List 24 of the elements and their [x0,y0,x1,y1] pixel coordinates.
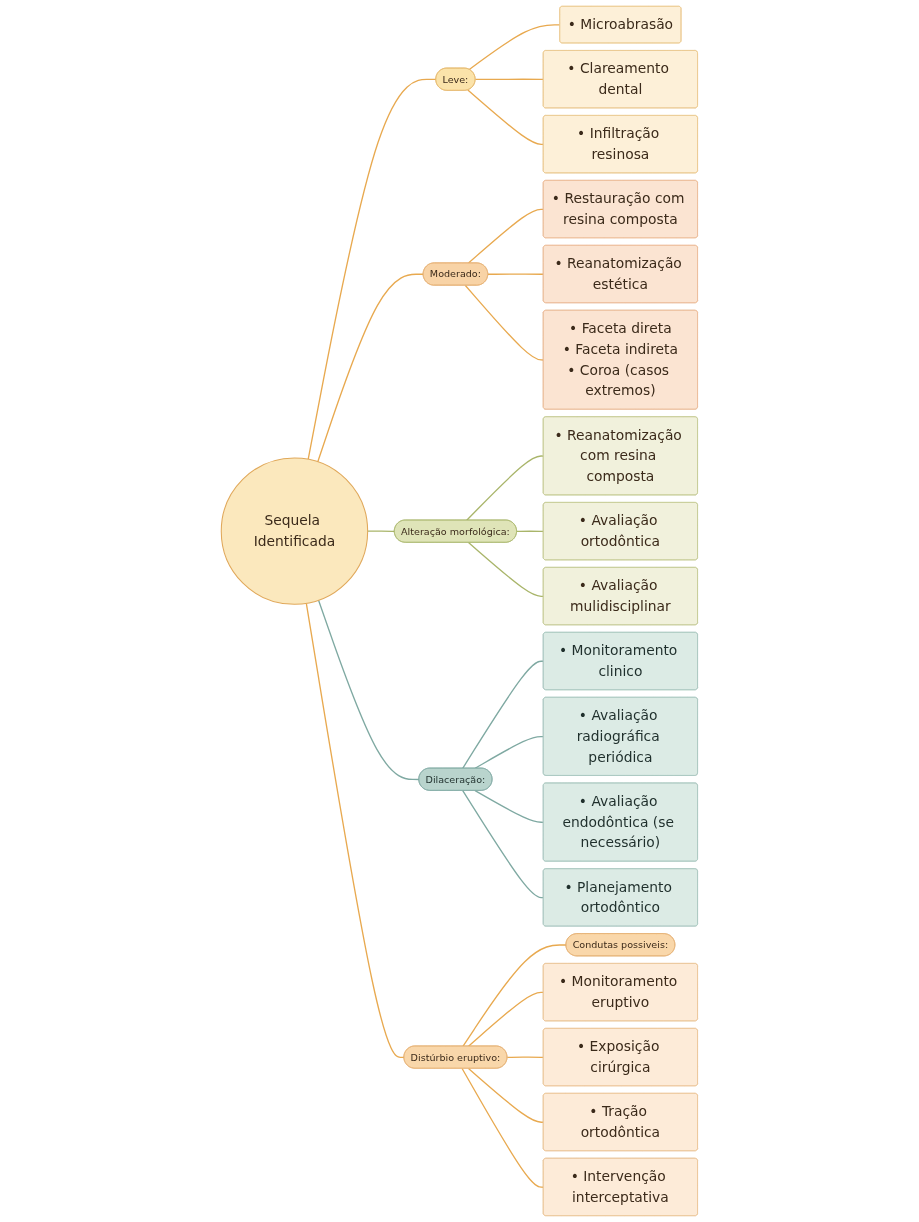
connector [367,530,396,533]
connector [307,78,437,460]
connector [466,455,545,521]
connector [474,790,545,823]
connector [467,991,545,1047]
node-circle: Sequela Identificada [220,457,369,605]
connector [462,660,545,769]
connector [317,599,420,781]
connector [317,273,425,463]
connector [305,602,405,1059]
connector [462,944,567,1047]
connector [467,208,545,264]
connector [461,1067,545,1188]
connector [467,89,545,146]
connector [468,24,561,71]
connector [462,790,545,899]
connector [467,1067,545,1123]
connector [516,530,545,533]
connector [474,735,545,769]
connector [464,284,545,361]
connector [506,1056,545,1059]
connector [487,273,545,275]
connector [474,78,545,81]
connector [467,541,545,598]
